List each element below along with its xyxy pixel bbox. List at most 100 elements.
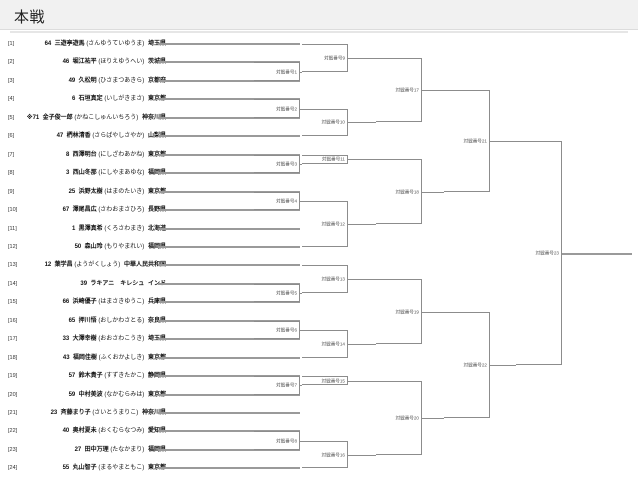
entry-prefecture: 東京都: [147, 151, 166, 158]
match-bracket[interactable]: 対戦番号4: [254, 191, 300, 211]
match-bracket[interactable]: 対戦番号23: [516, 140, 562, 365]
entry-index: [10]: [8, 207, 18, 214]
entry-name: 西澤明台: [72, 151, 97, 158]
match-bracket[interactable]: 対戦番号14: [302, 329, 348, 358]
match-bracket[interactable]: 対戦番号11: [302, 154, 348, 164]
entry-kana: (おおさわこうき): [98, 336, 145, 343]
page-title: 本戦: [14, 9, 46, 26]
match-bracket[interactable]: 対戦番号8: [254, 431, 300, 450]
entry-body: 25 浜野太樹 (はまのたいき) 東京都: [24, 186, 166, 198]
entry-name: 浜野太樹: [78, 188, 103, 195]
match-label: 対戦番号19: [395, 309, 420, 315]
match-bracket[interactable]: 対戦番号2: [254, 99, 300, 118]
entry-index: [14]: [8, 280, 18, 287]
entry-kana: (さいとうまりこ): [92, 410, 139, 416]
match-label: 対戦番号18: [395, 189, 420, 195]
entry-index: [3]: [8, 77, 15, 84]
entry-seed: 39: [80, 280, 88, 287]
entry-prefecture: 山梨県: [147, 133, 166, 140]
match-bracket[interactable]: 対戦番号13: [302, 265, 348, 294]
match-bracket[interactable]: 対戦番号3: [254, 154, 300, 174]
entry-line: [158, 430, 300, 433]
entry-kana: (おしかわさとる): [98, 317, 145, 324]
entry-prefecture: 愛知県: [147, 428, 166, 435]
match-output-line: [348, 279, 376, 281]
entry-seed: 27: [74, 446, 82, 453]
entry-body: 67 澤尾昌広 (さわおまさひろ) 長野県: [24, 204, 166, 216]
entry-prefecture: 埼玉県: [147, 41, 166, 47]
entry-body: 1 黒澤真希 (くろさわまき) 北海道: [24, 223, 166, 235]
entry-body: 49 久松明 (ひさまつあきら) 京都府: [24, 75, 166, 87]
entry-seed: 43: [62, 354, 70, 361]
match-output-line: [348, 159, 376, 161]
match-bracket[interactable]: 対戦番号20: [376, 380, 422, 455]
entry-kana: (ようがくしょう): [74, 262, 121, 269]
entry-prefecture: インド: [147, 280, 166, 287]
entry-prefecture: 神奈川県: [141, 114, 166, 121]
entry-body: 3 西山冬那 (にしやまあゆな) 福岡県: [24, 167, 166, 179]
match-label: 対戦番号9: [324, 55, 345, 61]
entry-body: 59 中村美波 (なかむらみは) 東京都: [24, 389, 166, 401]
entry-body: 39 ラキアニ キレシュ インド: [24, 278, 166, 290]
entry-line: [158, 116, 300, 119]
match-label: 対戦番号10: [321, 120, 346, 126]
match-bracket[interactable]: 対戦番号22: [444, 311, 490, 418]
match-bracket[interactable]: 対戦番号1: [254, 62, 300, 81]
entry-body: 23 斉藤まり子 (さいとうまりこ) 神奈川県: [24, 407, 166, 419]
match-label: 対戦番号22: [463, 362, 488, 368]
champion-line: [562, 252, 632, 255]
entry-prefecture: 東京都: [147, 354, 166, 361]
match-bracket[interactable]: 対戦番号17: [376, 57, 422, 123]
entry-seed: 47: [56, 133, 64, 140]
entry-body: ※71 金子俊一郎 (かねこしゅんいちろう) 神奈川県: [24, 112, 166, 124]
entry-line: [158, 153, 300, 156]
entry-prefecture: 福岡県: [147, 446, 166, 453]
entry-seed: 12: [44, 262, 52, 269]
match-label: 対戦番号12: [321, 221, 346, 227]
entry-seed: 3: [66, 170, 70, 177]
entry-line: [158, 467, 300, 470]
match-bracket[interactable]: 対戦番号9: [302, 44, 348, 72]
entry-kana: (はまのたいき): [104, 188, 145, 195]
match-bracket[interactable]: 対戦番号6: [254, 320, 300, 340]
entry-name: 福岡佳樹: [72, 354, 97, 361]
entry-body: 43 福岡佳樹 (ふくおかよしき) 東京都: [24, 352, 166, 364]
entry-body: 40 奥村夏未 (おくむらなつみ) 愛知県: [24, 425, 166, 437]
match-output-line: [490, 364, 516, 366]
entry-index: [23]: [8, 446, 18, 453]
match-bracket[interactable]: 対戦番号5: [254, 283, 300, 303]
entry-name: 金子俊一郎: [42, 114, 73, 121]
entry-line: [158, 209, 300, 212]
entry-body: 6 石垣真定 (いしがきまさ) 東京都: [24, 93, 166, 105]
page-header: 本戦: [0, 0, 638, 30]
match-bracket[interactable]: 対戦番号12: [302, 200, 348, 247]
match-bracket[interactable]: 対戦番号7: [254, 376, 300, 395]
match-output-line: [348, 380, 376, 382]
match-output-line: [300, 329, 302, 331]
entry-index: [18]: [8, 354, 18, 361]
entry-name: 田中万理: [84, 446, 109, 453]
entry-line: [158, 245, 300, 248]
match-output-line: [422, 417, 444, 419]
match-output-line: [490, 140, 516, 142]
match-bracket[interactable]: 対戦番号19: [376, 279, 422, 344]
match-output-line: [348, 343, 376, 345]
entry-kana: (なかむらみは): [104, 391, 145, 398]
entry-body: 66 浜崎優子 (はまさきゆうこ) 兵庫県: [24, 296, 166, 308]
entry-index: [1]: [8, 41, 15, 47]
match-label: 対戦番号14: [321, 341, 346, 347]
match-bracket[interactable]: 対戦番号16: [302, 440, 348, 469]
match-bracket[interactable]: 対戦番号10: [302, 108, 348, 137]
match-bracket[interactable]: 対戦番号21: [444, 90, 490, 192]
entry-kana: (さんゆうていゆうま): [86, 41, 145, 47]
entry-seed: 40: [62, 428, 70, 435]
entry-body: 64 三遊亭遊馬 (さんゆうていゆうま) 埼玉県: [24, 38, 166, 50]
entry-line: [158, 43, 300, 45]
match-bracket[interactable]: 対戦番号15: [302, 376, 348, 386]
entry-index: [12]: [8, 243, 18, 250]
entry-prefecture: 兵庫県: [147, 299, 166, 306]
match-bracket[interactable]: 対戦番号18: [376, 159, 422, 224]
entry-kana: (くろさわまき): [104, 225, 145, 232]
entry-seed: 6: [71, 96, 76, 103]
